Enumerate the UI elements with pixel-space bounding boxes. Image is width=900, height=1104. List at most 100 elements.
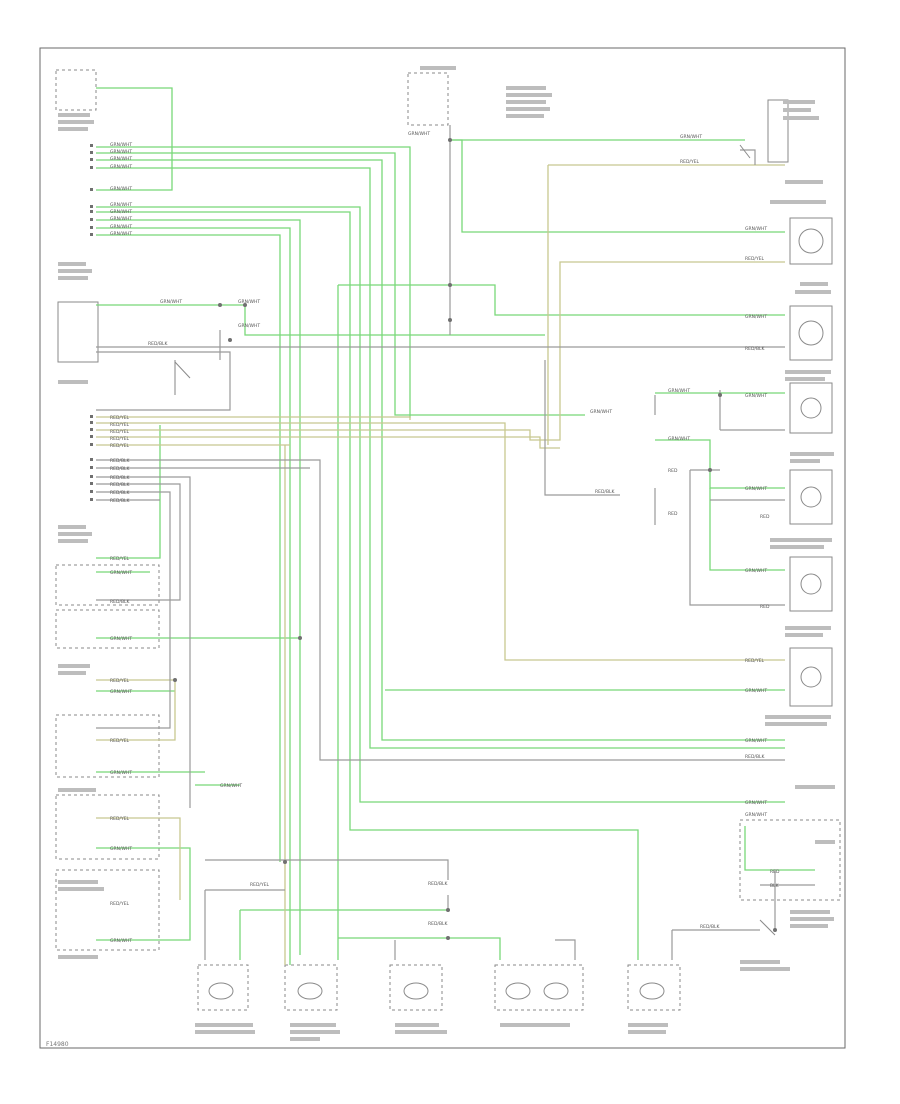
wire [96, 159, 785, 741]
wire-label: GRN/WHT [110, 636, 132, 642]
faint-label [58, 664, 90, 668]
faint-label [506, 100, 546, 104]
wire [740, 149, 756, 165]
right-lamps [789, 217, 833, 707]
wire [709, 488, 785, 571]
shift-illumination-light-icon [789, 469, 833, 525]
wire [96, 206, 785, 803]
faint-label [58, 539, 88, 543]
faint-label [770, 538, 832, 542]
faint-label [765, 715, 831, 719]
wire [96, 425, 161, 559]
connector-pins [90, 138, 777, 940]
sunroof-switch-lamp-icon [627, 964, 681, 1011]
wire [96, 847, 191, 941]
faint-label [420, 66, 456, 70]
wire-label: RED/BLK [110, 482, 131, 488]
wire [205, 859, 449, 880]
heater-control-light-icon [789, 382, 833, 434]
wire-label: GRN/WHT [110, 570, 132, 576]
wire-label: RED/BLK [110, 458, 131, 464]
wire [96, 234, 281, 862]
faint-label [783, 100, 815, 104]
splice-point [708, 468, 712, 472]
faint-label [770, 545, 824, 549]
selector-illumination-light-icon [789, 556, 833, 612]
faint-label [785, 633, 823, 637]
wire-label: GRN/WHT [110, 142, 132, 148]
faint-label [506, 93, 552, 97]
wire-label: GRN/WHT [110, 186, 132, 192]
connector-pin [90, 158, 93, 161]
wire-label: GRN/WHT [745, 688, 767, 694]
a-t-indicator-light-icon [789, 305, 833, 361]
wire [96, 152, 585, 416]
splice-point [448, 138, 452, 142]
wire-label: GRN/WHT [110, 938, 132, 944]
faint-label [58, 525, 86, 529]
wire-label: GRN/WHT [745, 568, 767, 574]
wire-label: GRN/WHT [745, 314, 767, 320]
faint-label [785, 180, 823, 184]
faint-label [290, 1037, 320, 1041]
faint-label [58, 788, 96, 792]
faint-label [506, 114, 544, 118]
faint-label [790, 917, 834, 921]
wire-label: RED/YEL [110, 415, 130, 421]
connector-pin [90, 166, 93, 169]
wire-label: GRN/WHT [408, 131, 430, 137]
lamp-switch-icon [739, 144, 751, 159]
connector-pin [90, 458, 93, 461]
wire-label: GRN/WHT [680, 134, 702, 140]
faint-label [58, 262, 86, 266]
top-right-switch-box [767, 99, 789, 163]
wire [96, 416, 411, 420]
auto-a-c-control-box [55, 69, 97, 111]
wire-label: GRN/WHT [110, 689, 132, 695]
wire-label: RED [760, 604, 770, 610]
faint-label [58, 113, 90, 117]
wire-label: RED/BLK [110, 498, 131, 504]
faint-label [58, 120, 94, 124]
wire [338, 284, 785, 316]
gray-wires [96, 125, 815, 960]
wire [96, 422, 785, 661]
splice-point [243, 303, 247, 307]
faint-label [58, 955, 98, 959]
wire-label: RED/YEL [110, 429, 130, 435]
wire-label: GRN/WHT [110, 231, 132, 237]
connector-pin [90, 233, 93, 236]
connector-pin [90, 475, 93, 478]
wire-label: RED [668, 468, 678, 474]
faint-label [290, 1030, 340, 1034]
wire-label: GRN/WHT [110, 846, 132, 852]
splice-point [718, 393, 722, 397]
wire [96, 436, 560, 449]
wire [96, 227, 291, 965]
faint-label [500, 1023, 570, 1027]
dimmer-box [57, 301, 99, 363]
left-middle-box-1 [55, 564, 160, 606]
wire-label: RED/BLK [595, 489, 616, 495]
left-lower-box [55, 794, 160, 860]
rear-window-defog-switch-lamp-icon [197, 964, 249, 1011]
faint-label [58, 880, 98, 884]
faint-label [58, 380, 88, 384]
wire-label: GRN/WHT [110, 149, 132, 155]
park-switch-icon [759, 919, 776, 936]
wire [96, 304, 545, 336]
wire [96, 680, 176, 741]
wire-label: GRN/WHT [745, 393, 767, 399]
faint-label [815, 840, 835, 844]
faint-label [785, 377, 825, 381]
connector-pin [90, 218, 93, 221]
splice-point [228, 338, 232, 342]
faint-label [58, 127, 88, 131]
right-lower-box [739, 819, 841, 901]
wire-label: RED/YEL [745, 658, 765, 664]
top-fuse-box [407, 72, 449, 126]
faint-label [785, 370, 831, 374]
wire [744, 826, 815, 871]
wire-label: RED/YEL [110, 436, 130, 442]
diagram-code: F14980 [46, 1041, 69, 1048]
